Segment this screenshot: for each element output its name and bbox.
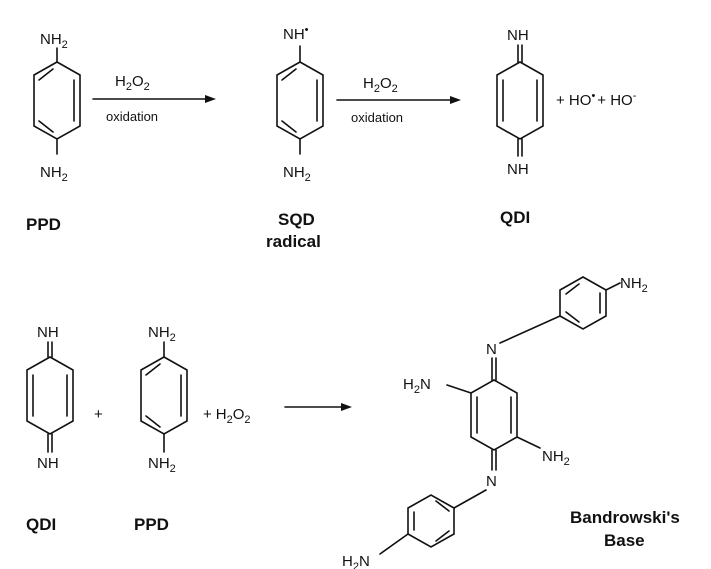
benzene-ring-top [559, 276, 607, 330]
benzene-ring [140, 356, 188, 435]
label-qdi-bottom: QDI [26, 515, 56, 534]
imine-nitrogen: N [486, 473, 497, 490]
quinone-ring [496, 61, 544, 140]
imine-group: NH [507, 161, 529, 178]
amine-group: NH2 [40, 31, 68, 51]
amine-group: NH2 [620, 275, 648, 295]
quinone-ring-central [470, 379, 518, 451]
imine-radical-group: NH• [283, 24, 309, 43]
condition-oxidation: oxidation [106, 109, 158, 124]
amine-group: H2N [342, 553, 370, 569]
amine-group: NH2 [40, 164, 68, 184]
ppd-structure-top: NH2 NH2 [33, 31, 81, 184]
plus-sign: + [94, 406, 103, 423]
quinone-ring [26, 356, 74, 435]
label-sqd: SQD [278, 210, 315, 229]
reaction-arrow-2: H2O2 oxidation [336, 75, 461, 125]
reagent-h2o2: H2O2 [363, 75, 398, 95]
reaction-arrow-1: H2O2 oxidation [92, 73, 216, 124]
qdi-structure-bottom: NH NH [26, 324, 74, 472]
label-ppd: PPD [26, 215, 61, 234]
amine-group: H2N [403, 376, 431, 396]
reagent-h2o2: H2O2 [115, 73, 150, 93]
amine-group: NH2 [148, 324, 176, 344]
benzene-ring-bottom [407, 494, 455, 548]
bandrowski-base-structure: NH2 N H2N NH2 N H2N [342, 275, 648, 569]
condition-oxidation: oxidation [351, 110, 403, 125]
reaction-arrow-3 [284, 403, 352, 411]
amine-group: NH2 [542, 448, 570, 468]
reagent-h2o2-bottom: + HO+H2O2 [203, 406, 251, 426]
qdi-structure-top: NH NH [496, 27, 544, 178]
imine-group: NH [37, 455, 59, 472]
label-ppd-bottom: PPD [134, 515, 169, 534]
label-bandrowski: Bandrowski's [570, 508, 680, 527]
sqd-structure: NH• NH2 [276, 24, 324, 184]
imine-group: NH [507, 27, 529, 44]
ppd-structure-bottom: NH2 NH2 [140, 324, 188, 475]
imine-group: NH [37, 324, 59, 341]
label-base: Base [604, 531, 645, 550]
amine-group: NH2 [148, 455, 176, 475]
byproducts: + HO•+ HO- [556, 90, 637, 109]
label-radical: radical [266, 232, 321, 251]
imine-nitrogen: N [486, 341, 497, 358]
benzene-ring [276, 61, 324, 140]
label-qdi: QDI [500, 208, 530, 227]
benzene-ring [33, 61, 81, 140]
amine-group: NH2 [283, 164, 311, 184]
